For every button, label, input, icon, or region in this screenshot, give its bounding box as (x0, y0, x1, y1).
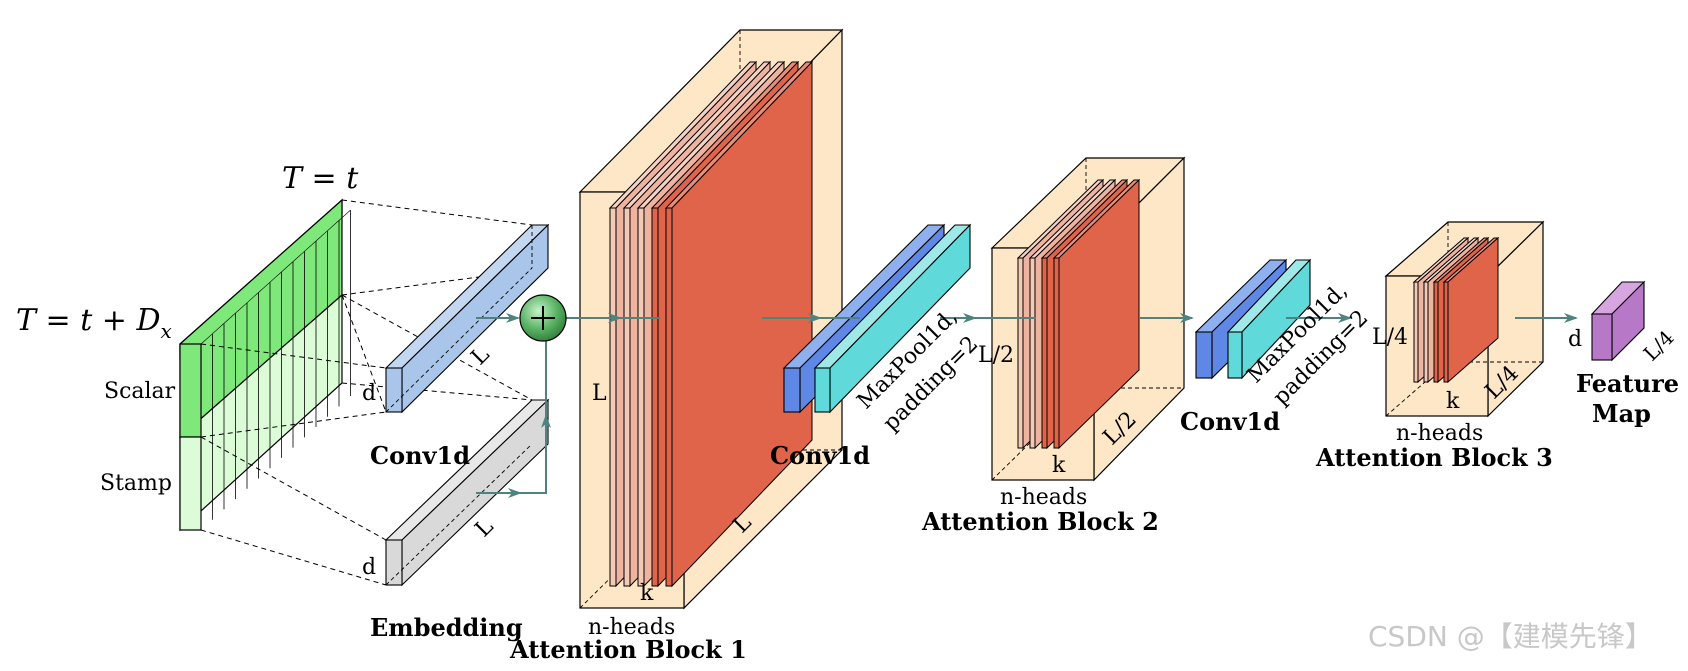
input-projection-lines (200, 199, 533, 586)
head-slice-front (1443, 281, 1449, 383)
attention-block-3 (1384, 220, 1545, 418)
watermark: CSDN @【建模先锋】 (1368, 620, 1653, 653)
head-slice-front (1029, 257, 1036, 449)
label-t-eq-t-dx: T = t + Dx (16, 303, 172, 343)
label-attn3-title: Attention Block 3 (1315, 443, 1553, 472)
label-attn2-L2-left: L/2 (978, 343, 1014, 368)
input-stripes (200, 209, 351, 520)
head-slice-front (1423, 281, 1429, 383)
label-attn1-L-left: L (592, 381, 607, 406)
label-emb-L: L (471, 514, 499, 542)
input-stripe-edge (315, 230, 328, 242)
input-stripe-edge (200, 333, 213, 345)
attention-2-head-slices (1016, 178, 1141, 450)
head-slice-front (651, 207, 659, 587)
label-emb-d: d (362, 555, 376, 580)
label-conv1d-1: Conv1d (370, 441, 470, 470)
attention-block-1 (578, 28, 844, 610)
maxpool-block-2 (1226, 258, 1312, 380)
attention-3-head-slices (1412, 236, 1500, 384)
embedding-block (384, 398, 550, 587)
attention-block-2 (990, 156, 1186, 482)
label-attn2-title: Attention Block 2 (921, 507, 1159, 536)
input-stripe-edge (269, 271, 282, 283)
label-attn3-L4-left: L/4 (1372, 325, 1408, 350)
input-stripe-edge (223, 312, 236, 324)
head-slice-front (1017, 257, 1024, 449)
input-stripe-edge (292, 251, 305, 262)
label-attn2-nheads: n-heads (1000, 485, 1087, 510)
label-attn3-k: k (1446, 389, 1460, 414)
input-stripe-edge (258, 281, 271, 293)
label-feature-b: Map (1592, 399, 1651, 428)
label-conv1d-2: Conv1d (770, 441, 870, 470)
input-stripe-edge (235, 302, 248, 314)
attention-1-head-slices (608, 60, 814, 588)
input-stripe-edge (246, 292, 259, 304)
input-front-stamp (179, 436, 202, 531)
head-slice-front (665, 207, 673, 587)
label-attn3-nheads: n-heads (1396, 421, 1483, 446)
input-stripe-edge (338, 209, 351, 221)
plus-circle-icon (519, 294, 567, 342)
input-front-scalar (179, 343, 202, 438)
head-slice-front (609, 207, 617, 587)
head-slice-front (1433, 281, 1439, 383)
input-stripe-edge (212, 323, 225, 334)
head-slice-front (1413, 281, 1419, 383)
label-conv1d-3: Conv1d (1180, 407, 1280, 436)
head-slice-front (623, 207, 631, 587)
flow-arrows (476, 313, 1578, 498)
label-attn1-nheads: n-heads (588, 615, 675, 640)
label-stamp: Stamp (100, 471, 172, 496)
label-feature-a: Feature (1576, 369, 1679, 398)
label-attn2-k: k (1052, 453, 1066, 478)
conv1d-block-1 (384, 223, 550, 414)
input-stripe-edge (304, 240, 317, 252)
label-feature-d: d (1568, 327, 1582, 352)
head-slice-front (1053, 257, 1060, 449)
input-sequence-block (179, 198, 351, 532)
input-stripe-edge (327, 220, 340, 231)
labels: T = t T = t + Dx Scalar Stamp d L Conv1d… (16, 161, 1679, 664)
label-conv-d: d (362, 381, 376, 406)
label-embedding: Embedding (370, 613, 523, 642)
label-attn1-k: k (640, 581, 654, 606)
head-slice-front (637, 207, 645, 587)
label-attn1-title: Attention Block 1 (509, 635, 747, 664)
feature-map-block (1590, 280, 1646, 362)
maxpool-block-1 (813, 223, 972, 414)
input-stripe-edge (281, 261, 294, 273)
label-feature-L4: L/4 (1639, 325, 1679, 365)
head-slice-front (1041, 257, 1048, 449)
label-scalar: Scalar (104, 379, 176, 404)
label-t-eq-t: T = t (282, 161, 359, 196)
